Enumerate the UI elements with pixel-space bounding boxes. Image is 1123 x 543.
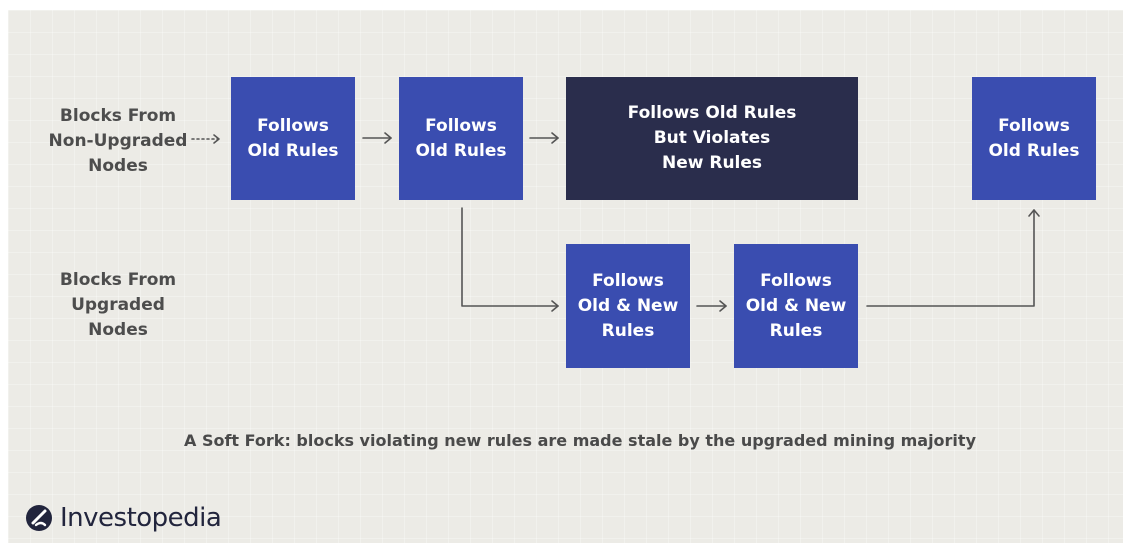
block-text: Follows xyxy=(998,115,1070,136)
block-text: Old Rules xyxy=(415,140,507,161)
arrow-branch-down xyxy=(461,207,559,307)
block-top-3-violates-new-rules: Follows Old Rules But Violates New Rules xyxy=(566,77,858,200)
block-text: Follows xyxy=(592,270,664,291)
row-label-line: Non-Upgraded xyxy=(48,131,188,151)
row-label-line: Upgraded xyxy=(71,295,165,315)
investopedia-logo-icon xyxy=(26,505,52,531)
diagram-background xyxy=(8,10,1123,543)
row-label-line: Nodes xyxy=(88,156,148,176)
logo-text: Investopedia xyxy=(60,503,222,533)
block-text: Rules xyxy=(769,320,823,341)
block-text: New Rules xyxy=(661,153,763,173)
arrow-top-2-3-head xyxy=(551,132,559,144)
block-text: Follows Old Rules xyxy=(627,103,797,123)
row-label-upgraded: Blocks From Upgraded Nodes xyxy=(43,268,193,343)
block-text: But Violates xyxy=(653,128,771,148)
investopedia-logo: Investopedia xyxy=(24,503,222,533)
arrow-bottom-1-2-head xyxy=(719,300,727,312)
block-text: Old & New xyxy=(577,295,679,316)
row-label-line: Blocks From xyxy=(59,106,177,126)
block-bottom-1-old-new-rules: Follows Old & New Rules xyxy=(566,244,690,368)
block-top-4-old-rules: Follows Old Rules xyxy=(972,77,1096,200)
row-label-line: Nodes xyxy=(88,320,148,340)
arrow-merge-up xyxy=(866,209,1035,307)
block-text: Old & New xyxy=(745,295,847,316)
row-label-non-upgraded: Blocks From Non-Upgraded Nodes xyxy=(43,104,193,179)
block-text: Follows xyxy=(425,115,497,136)
block-text: Follows xyxy=(760,270,832,291)
block-text: Follows xyxy=(257,115,329,136)
block-text: Rules xyxy=(601,320,655,341)
block-text: Old Rules xyxy=(988,140,1080,161)
arrow-branch-down-head xyxy=(551,300,559,312)
dotted-arrow-head xyxy=(213,134,220,144)
diagram-caption: A Soft Fork: blocks violating new rules … xyxy=(183,431,976,450)
arrow-top-1-2-head xyxy=(384,132,392,144)
row-label-line: Blocks From xyxy=(59,270,177,290)
block-top-1-old-rules: Follows Old Rules xyxy=(231,77,355,200)
block-text: Old Rules xyxy=(247,140,339,161)
block-top-2-old-rules: Follows Old Rules xyxy=(399,77,523,200)
block-bottom-2-old-new-rules: Follows Old & New Rules xyxy=(734,244,858,368)
arrow-merge-up-head xyxy=(1028,209,1040,217)
